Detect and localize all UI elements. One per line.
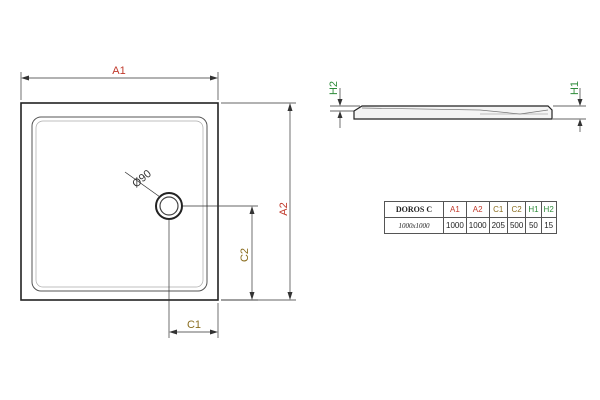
- value-h2: 15: [540, 217, 557, 234]
- value-c2: 500: [506, 217, 527, 234]
- dimension-c2-label: C2: [239, 248, 251, 262]
- header-a1: A1: [443, 201, 467, 218]
- dimension-h2: [330, 88, 360, 128]
- tray-top-view: [20, 102, 219, 301]
- header-a2: A2: [465, 201, 490, 218]
- value-h1: 50: [525, 217, 542, 234]
- dimension-h1: [553, 88, 586, 132]
- spec-table-header-row: DOROS C A1 A2 C1 C2 H1 H2: [384, 201, 557, 218]
- header-c2: C2: [506, 201, 527, 218]
- dimension-a2-label: A2: [278, 202, 290, 215]
- drain-outlet: [124, 171, 183, 220]
- model-size: 1000x1000: [384, 217, 444, 234]
- header-h1: H1: [525, 201, 542, 218]
- value-a1: 1000: [443, 217, 467, 234]
- dimension-a1-label: A1: [112, 65, 125, 77]
- dimension-h1-label: H1: [569, 81, 581, 95]
- value-a2: 1000: [465, 217, 490, 234]
- spec-table-value-row: 1000x1000 1000 1000 205 500 50 15: [384, 217, 557, 234]
- header-h2: H2: [540, 201, 557, 218]
- header-c1: C1: [488, 201, 508, 218]
- tray-side-view: [353, 105, 553, 120]
- dimension-c1: [168, 220, 219, 338]
- value-c1: 205: [488, 217, 508, 234]
- dimension-h2-label: H2: [328, 81, 340, 95]
- dimension-c1-label: C1: [187, 319, 201, 331]
- dimension-a2: [221, 102, 296, 301]
- dimension-c2: [183, 205, 258, 301]
- model-name: DOROS C: [384, 201, 444, 218]
- spec-table: DOROS C A1 A2 C1 C2 H1 H2 1000x1000 1000…: [384, 201, 557, 234]
- dimension-a1: [20, 72, 219, 100]
